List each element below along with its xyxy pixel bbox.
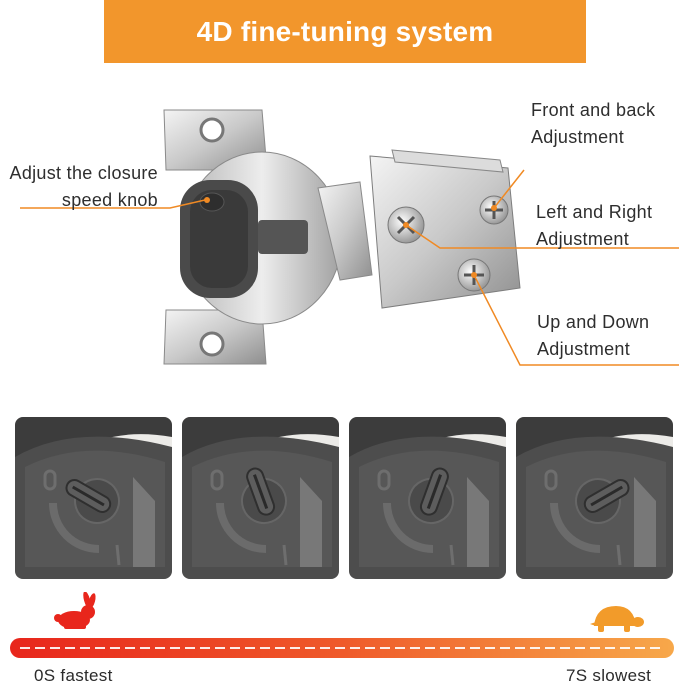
speed-knob bbox=[575, 478, 630, 524]
left-right-label: Left and Right Adjustment bbox=[536, 202, 653, 249]
hinge-illustration bbox=[20, 109, 679, 366]
knob-setting-2 bbox=[182, 417, 339, 579]
front-back-label: Front and back Adjustment bbox=[531, 100, 656, 147]
knob-closeup bbox=[15, 417, 172, 579]
speed-knob bbox=[408, 467, 454, 524]
knob-closeup bbox=[182, 417, 339, 579]
turtle-icon bbox=[590, 606, 644, 632]
speed-knob bbox=[241, 467, 287, 524]
fastest-label: 0S fastest bbox=[34, 666, 113, 685]
closure-speed-label: Adjust the closure speed knob bbox=[9, 163, 158, 210]
up-down-label: Up and Down Adjustment bbox=[537, 312, 650, 359]
banner-title: 4D fine-tuning system bbox=[196, 15, 494, 47]
speed-gradient-bar bbox=[10, 638, 674, 658]
knob-setting-4 bbox=[516, 417, 673, 579]
rabbit-icon bbox=[54, 592, 96, 629]
knob-closeup bbox=[349, 417, 506, 579]
knob-setting-1 bbox=[15, 417, 172, 579]
slowest-label: 7S slowest bbox=[566, 666, 652, 685]
speed-knob bbox=[65, 478, 120, 524]
knob-setting-3 bbox=[349, 417, 506, 579]
title-banner: 4D fine-tuning system bbox=[104, 0, 586, 63]
knob-closeup bbox=[516, 417, 673, 579]
